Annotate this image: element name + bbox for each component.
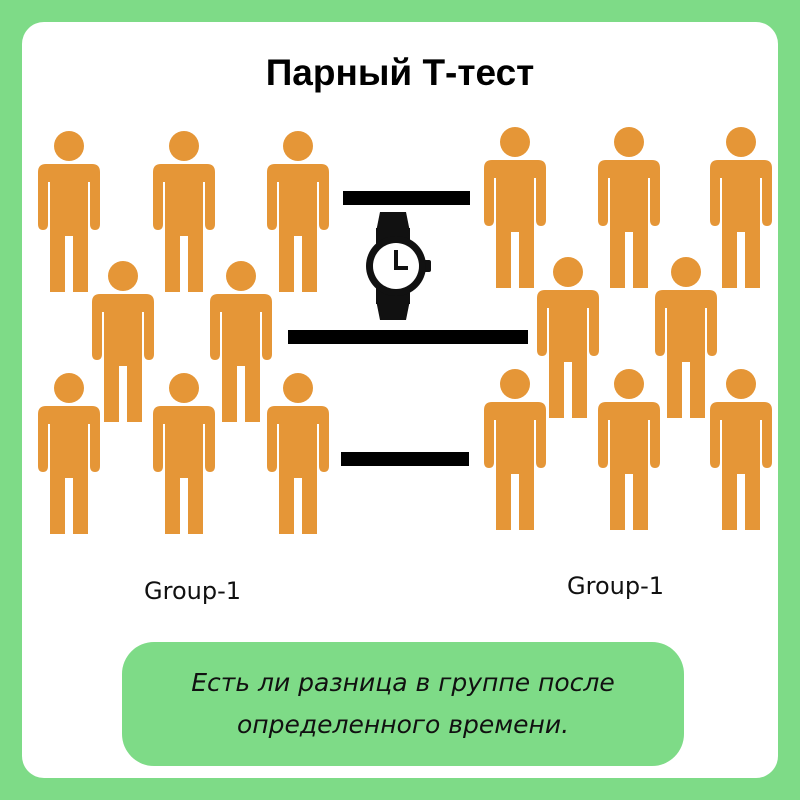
middle-connector-bar — [288, 330, 528, 344]
wristwatch-icon — [362, 208, 432, 329]
person-icon — [210, 260, 272, 424]
person-icon — [153, 372, 215, 536]
person-icon — [537, 256, 599, 420]
person-icon — [38, 130, 100, 294]
top-connector-bar — [343, 191, 470, 205]
page-title: Парный Т-тест — [265, 52, 535, 93]
bottom-connector-bar — [341, 452, 469, 466]
caption-text: Есть ли разница в группе после определен… — [191, 668, 615, 739]
person-icon — [92, 260, 154, 424]
person-icon — [710, 368, 772, 532]
person-icon — [655, 256, 717, 420]
person-icon — [38, 372, 100, 536]
right-group-label: Group-1 — [567, 572, 664, 600]
person-icon — [267, 372, 329, 536]
person-icon — [598, 368, 660, 532]
person-icon — [710, 126, 772, 290]
person-icon — [484, 368, 546, 532]
person-icon — [267, 130, 329, 294]
person-icon — [598, 126, 660, 290]
person-icon — [153, 130, 215, 294]
caption-bubble: Есть ли разница в группе после определен… — [122, 642, 684, 766]
person-icon — [484, 126, 546, 290]
left-group-label: Group-1 — [144, 577, 241, 605]
